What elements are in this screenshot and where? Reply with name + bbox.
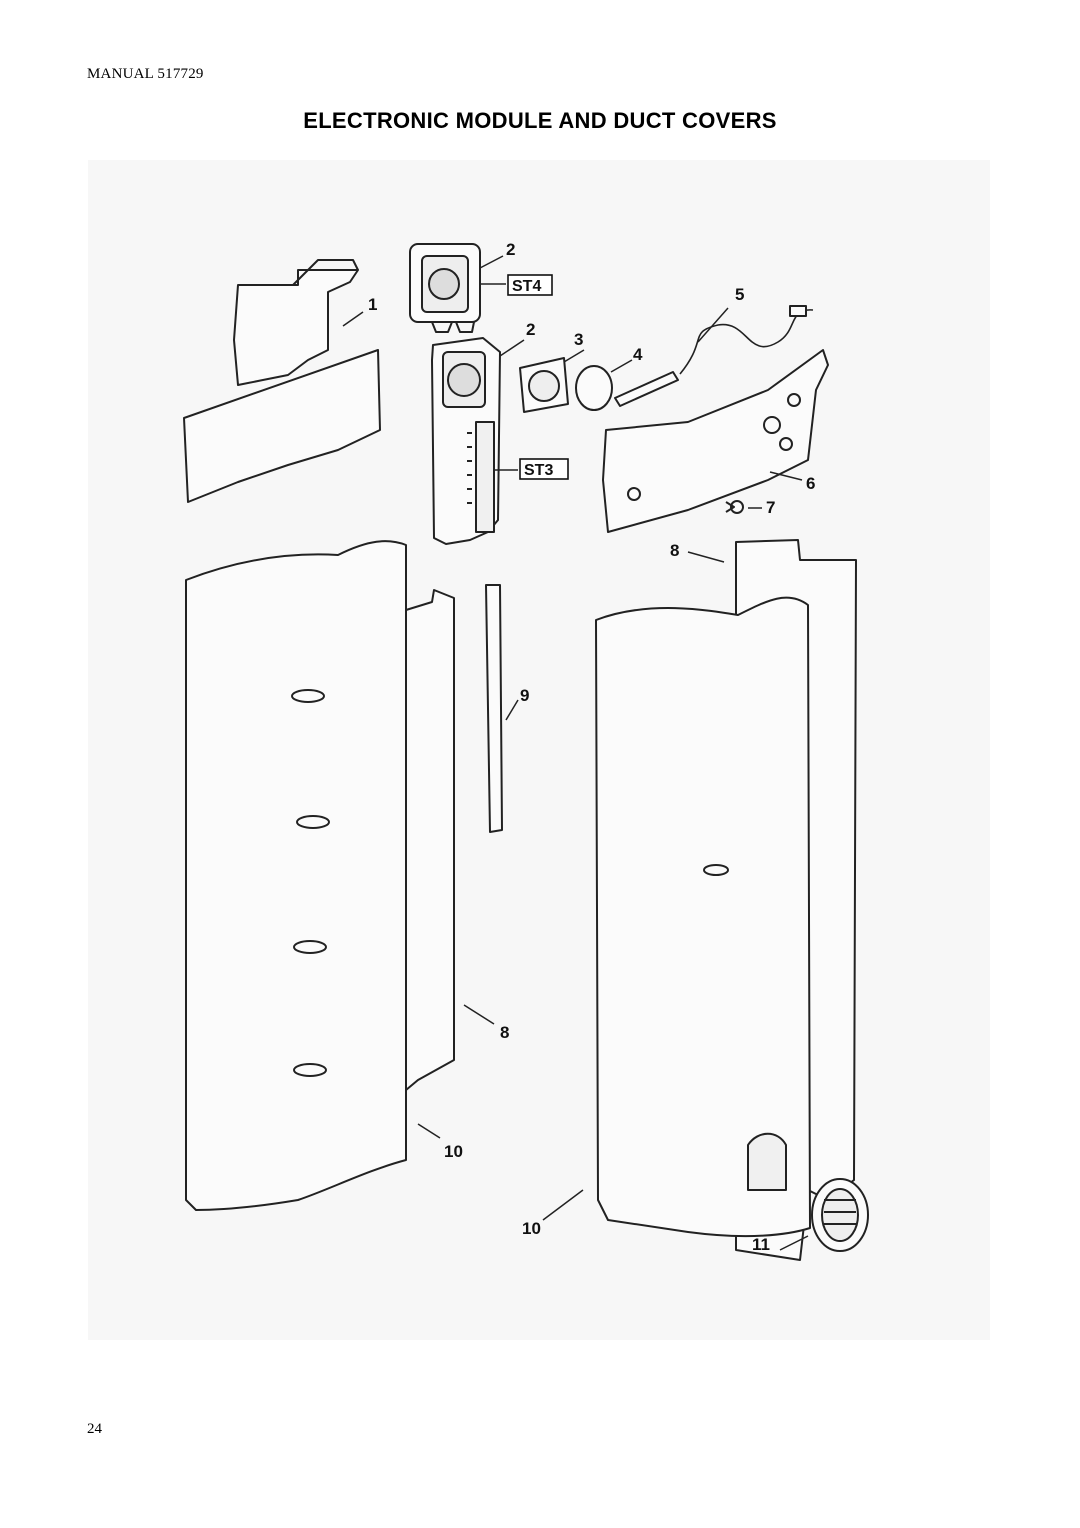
part-11-vent bbox=[811, 1178, 869, 1252]
callout-st4: ST4 bbox=[512, 278, 541, 295]
part-2-module-body-st3 bbox=[431, 337, 501, 545]
part-5-cable bbox=[679, 305, 814, 375]
callout-3: 3 bbox=[574, 330, 583, 349]
callout-10-right: 10 bbox=[522, 1219, 541, 1238]
exploded-diagram: 1 2 ST4 2 3 4 5 ST3 6 7 8 9 8 10 10 11 bbox=[88, 160, 990, 1340]
callout-st3: ST3 bbox=[524, 462, 553, 479]
callout-8-left: 8 bbox=[500, 1023, 509, 1042]
callout-5: 5 bbox=[735, 285, 744, 304]
part-8-rear-panel-left bbox=[405, 589, 455, 1091]
callout-2-upper: 2 bbox=[506, 240, 515, 259]
callout-10-left: 10 bbox=[444, 1142, 463, 1161]
part-10-front-cover-left bbox=[185, 540, 407, 1211]
callout-2-lower: 2 bbox=[526, 320, 535, 339]
callout-8-right: 8 bbox=[670, 541, 679, 560]
part-1-module-cover bbox=[183, 259, 381, 503]
part-7-screw bbox=[725, 500, 744, 514]
callout-9: 9 bbox=[520, 686, 529, 705]
callout-11: 11 bbox=[752, 1235, 770, 1254]
part-9-strip bbox=[485, 584, 503, 833]
part-10-front-cover-right bbox=[595, 596, 811, 1238]
callout-4: 4 bbox=[633, 345, 643, 364]
callout-6: 6 bbox=[806, 474, 815, 493]
part-3-gasket bbox=[519, 357, 569, 413]
part-2-electronic-board-st4 bbox=[409, 243, 481, 333]
callout-1: 1 bbox=[368, 295, 377, 314]
manual-header: MANUAL 517729 bbox=[87, 66, 204, 82]
page-title: ELECTRONIC MODULE AND DUCT COVERS bbox=[303, 108, 777, 133]
callout-7: 7 bbox=[766, 498, 775, 517]
part-4-sensor bbox=[575, 365, 679, 411]
page-number: 24 bbox=[87, 1421, 102, 1437]
part-6-duct-cover bbox=[602, 349, 829, 533]
